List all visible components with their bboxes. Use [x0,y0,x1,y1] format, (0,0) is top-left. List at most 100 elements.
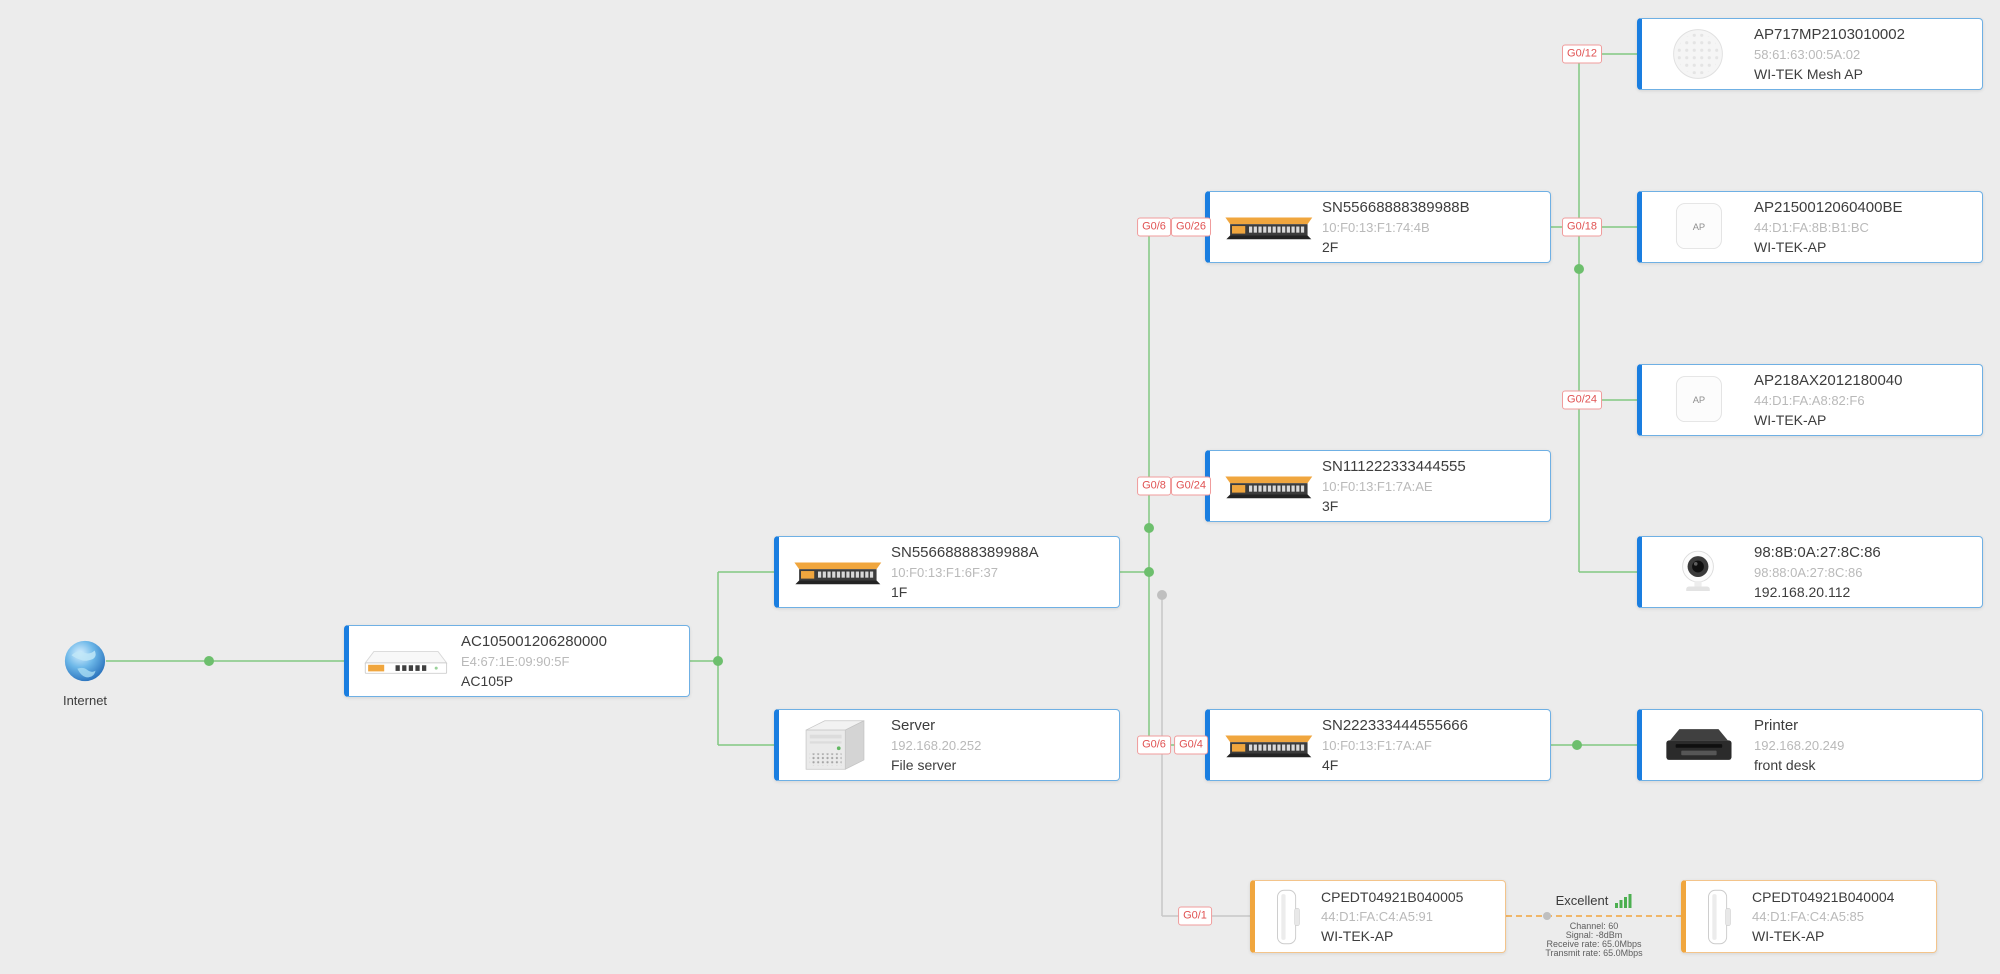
wireless-signal: Signal: -8dBm [1565,930,1623,940]
port-label-3f-g0-24: G0/24 [1171,476,1211,496]
device-serial: AP218AX2012180040 [1754,372,1903,389]
link-up-dots [204,264,1584,750]
device-serial: CPEDT04921B040004 [1752,889,1895,905]
device-label: 3F [1322,498,1339,514]
device-label: front desk [1754,757,1816,773]
switch-image [1210,712,1322,778]
internet-node[interactable]: Internet [40,638,130,708]
mesh-ap-image [1642,21,1754,87]
port-label-2f-uplink: G0/6 [1137,217,1171,237]
device-serial: SN222333444555666 [1322,717,1468,734]
device-card-switch-3f[interactable]: SN111222333444555 10:F0:13:F1:7A:AE 3F [1205,450,1551,522]
device-serial: SN55668888389988B [1322,199,1470,216]
port-label-2f-g0-26: G0/26 [1171,217,1211,237]
port-label-cpe-g0-1: G0/1 [1178,906,1212,926]
device-serial: Server [891,717,936,734]
cpe-image [1686,884,1752,950]
device-card-ap215[interactable]: AP2150012060400BE 44:D1:FA:8B:B1:BC WI-T… [1637,191,1983,263]
device-card-switch-1f[interactable]: SN55668888389988A 10:F0:13:F1:6F:37 1F [774,536,1120,608]
device-card-switch-4f[interactable]: SN222333444555666 10:F0:13:F1:7A:AF 4F [1205,709,1551,781]
device-info: Server 192.168.20.252 File server [891,717,987,773]
switch-image [1210,194,1322,260]
wireless-link-stats: Channel: 60 Signal: -8dBm Receive rate: … [1506,922,1682,958]
ap-image [1642,194,1754,260]
device-card-ap218[interactable]: AP218AX2012180040 44:D1:FA:A8:82:F6 WI-T… [1637,364,1983,436]
wireless-rx-rate: Receive rate: 65.0Mbps [1546,939,1642,949]
device-info: 98:8B:0A:27:8C:86 98:88:0A:27:8C:86 192.… [1754,544,1887,600]
device-label: WI-TEK-AP [1321,928,1394,944]
device-card-camera[interactable]: 98:8B:0A:27:8C:86 98:88:0A:27:8C:86 192.… [1637,536,1983,608]
device-card-cpe-005[interactable]: CPEDT04921B040005 44:D1:FA:C4:A5:91 WI-T… [1250,880,1506,953]
device-serial: 98:8B:0A:27:8C:86 [1754,544,1881,561]
device-serial: AC105001206280000 [461,633,607,650]
device-info: CPEDT04921B040005 44:D1:FA:C4:A5:91 WI-T… [1321,889,1469,944]
device-label: WI-TEK-AP [1752,928,1825,944]
port-label-3f-uplink: G0/8 [1137,476,1171,496]
device-mac: 44:D1:FA:A8:82:F6 [1754,393,1865,408]
device-label: AC105P [461,673,514,689]
wireless-quality-text: Excellent [1555,893,1609,908]
device-label: WI-TEK-AP [1754,412,1827,428]
device-mac: 58:61:63:00:5A:02 [1754,47,1861,62]
wireless-channel: Channel: 60 [1569,921,1619,931]
device-ip: 192.168.20.252 [891,738,982,753]
device-info: AP717MP2103010002 58:61:63:00:5A:02 WI-T… [1754,26,1911,82]
link-inactive-dots [1157,590,1551,920]
internet-globe-icon [64,640,106,682]
device-info: CPEDT04921B040004 44:D1:FA:C4:A5:85 WI-T… [1752,889,1900,944]
port-label-4f-uplink: G0/6 [1137,735,1171,755]
port-label-g0-18: G0/18 [1562,217,1602,237]
internet-label: Internet [62,693,108,708]
device-mac: E4:67:1E:09:90:5F [461,654,570,669]
device-card-printer[interactable]: Printer 192.168.20.249 front desk [1637,709,1983,781]
device-card-file-server[interactable]: Server 192.168.20.252 File server [774,709,1120,781]
device-ip: 192.168.20.112 [1754,584,1851,600]
device-card-ac105p[interactable]: AC105001206280000 E4:67:1E:09:90:5F AC10… [344,625,690,697]
wireless-link-quality: Excellent [1506,893,1682,908]
device-info: AP218AX2012180040 44:D1:FA:A8:82:F6 WI-T… [1754,372,1908,428]
device-mac: 10:F0:13:F1:6F:37 [891,565,998,580]
device-serial: Printer [1754,717,1799,734]
device-mac: 44:D1:FA:C4:A5:85 [1752,909,1865,924]
device-serial: AP2150012060400BE [1754,199,1903,216]
device-info: SN111222333444555 10:F0:13:F1:7A:AE 3F [1322,458,1472,514]
device-serial: SN111222333444555 [1322,458,1466,475]
device-card-mesh-ap[interactable]: AP717MP2103010002 58:61:63:00:5A:02 WI-T… [1637,18,1983,90]
server-image [779,712,891,778]
device-mac: 44:D1:FA:8B:B1:BC [1754,220,1869,235]
device-card-cpe-004[interactable]: CPEDT04921B040004 44:D1:FA:C4:A5:85 WI-T… [1681,880,1937,953]
device-info: SN222333444555666 10:F0:13:F1:7A:AF 4F [1322,717,1474,773]
device-serial: AP717MP2103010002 [1754,26,1905,43]
device-serial: CPEDT04921B040005 [1321,889,1464,905]
device-mac: 98:88:0A:27:8C:86 [1754,565,1863,580]
device-info: AC105001206280000 E4:67:1E:09:90:5F AC10… [461,633,613,689]
device-label: WI-TEK-AP [1754,239,1827,255]
device-ip: 192.168.20.249 [1754,738,1845,753]
port-label-g0-12: G0/12 [1562,44,1602,64]
device-info: Printer 192.168.20.249 front desk [1754,717,1850,773]
port-label-ap218-g0-24: G0/24 [1562,390,1602,410]
device-info: AP2150012060400BE 44:D1:FA:8B:B1:BC WI-T… [1754,199,1908,255]
device-mac: 10:F0:13:F1:74:4B [1322,220,1430,235]
router-image [349,628,461,694]
switch-image [779,539,891,605]
device-mac: 10:F0:13:F1:7A:AE [1322,479,1433,494]
device-label: File server [891,757,957,773]
ap-image [1642,367,1754,433]
device-info: SN55668888389988A 10:F0:13:F1:6F:37 1F [891,544,1045,600]
cpe-image [1255,884,1321,950]
switch-image [1210,453,1322,519]
camera-image [1642,539,1754,605]
device-label: 1F [891,584,908,600]
device-mac: 44:D1:FA:C4:A5:91 [1321,909,1434,924]
device-card-switch-2f[interactable]: SN55668888389988B 10:F0:13:F1:74:4B 2F [1205,191,1551,263]
wireless-tx-rate: Transmit rate: 65.0Mbps [1545,948,1643,958]
signal-bars-icon [1615,894,1632,908]
device-mac: 10:F0:13:F1:7A:AF [1322,738,1432,753]
device-label: 2F [1322,239,1339,255]
wired-link-lines [106,53,1637,746]
printer-image [1642,712,1754,778]
device-serial: SN55668888389988A [891,544,1039,561]
